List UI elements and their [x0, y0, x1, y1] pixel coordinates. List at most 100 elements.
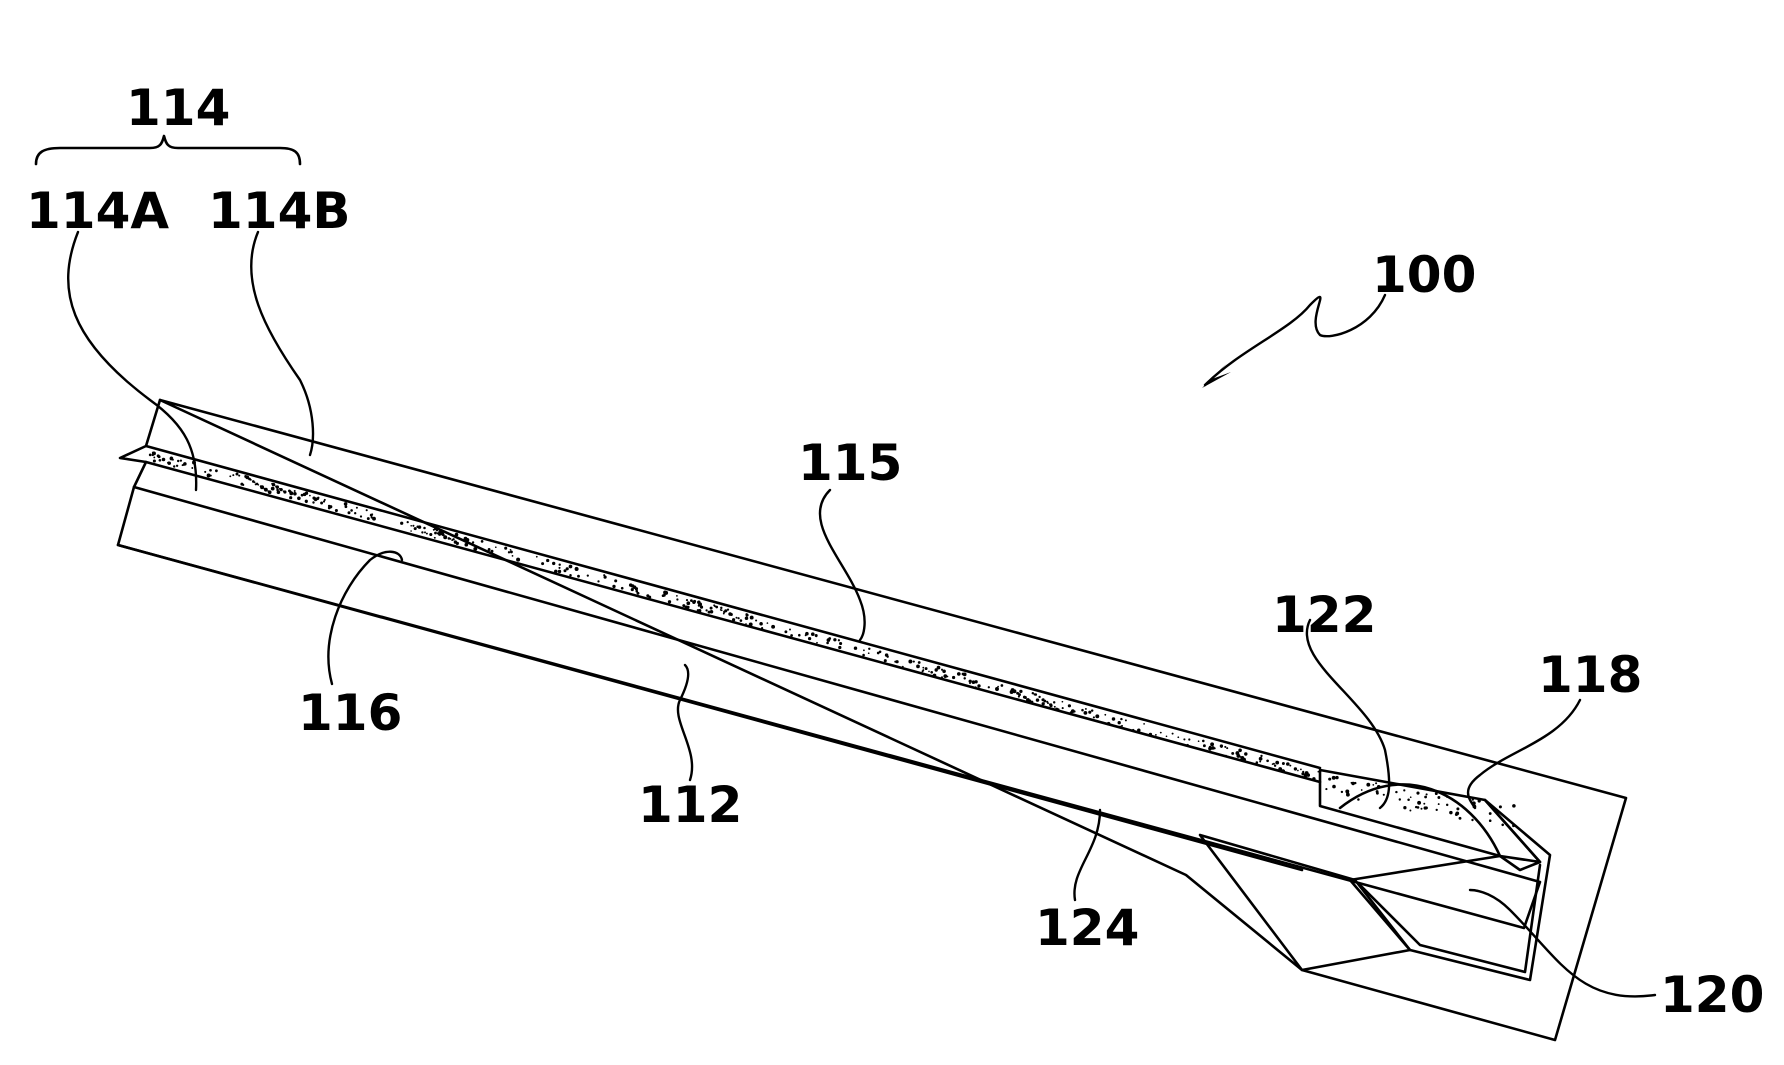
stipple-dot: [1125, 719, 1127, 721]
stipple-dot: [371, 513, 373, 515]
stipple-dot: [335, 509, 338, 512]
stipple-dot: [686, 606, 689, 609]
stipple-dot: [367, 517, 370, 520]
stipple-dot: [603, 574, 605, 576]
stipple-dot: [1062, 707, 1064, 709]
label-114B: 114B: [208, 182, 350, 240]
stipple-dot: [1225, 755, 1227, 757]
stipple-dot: [995, 687, 999, 691]
stipple-dot: [913, 661, 915, 663]
stipple-dot: [552, 562, 555, 565]
stipple-dot: [1459, 817, 1462, 820]
stipple-dot: [1489, 819, 1492, 822]
stipple-dot: [1198, 740, 1200, 742]
stipple-dot: [309, 495, 311, 497]
stipple-dot: [1121, 725, 1123, 727]
stipple-dot: [1238, 749, 1242, 753]
stipple-dot: [755, 619, 757, 621]
stipple-dot: [1256, 761, 1259, 764]
stipple-dot: [508, 551, 510, 553]
stipple-dot: [412, 525, 414, 527]
stipple-dot: [740, 619, 743, 622]
stipple-dot: [928, 671, 930, 673]
stipple-dot: [587, 574, 589, 576]
stipple-dot: [1104, 714, 1106, 716]
stipple-dot: [1300, 769, 1302, 771]
stipple-dot: [1259, 757, 1263, 761]
stipple-dot: [721, 609, 723, 611]
stipple-dot: [242, 484, 244, 486]
stipple-dot: [1054, 706, 1056, 708]
stipple-dot: [276, 485, 279, 488]
stipple-dot: [516, 558, 520, 562]
stipple-dot: [1224, 746, 1226, 748]
stipple-dot: [575, 567, 579, 571]
stipple-dot: [1297, 770, 1299, 772]
stipple-dot: [761, 627, 763, 629]
stipple-dot: [400, 522, 403, 525]
stipple-dot: [1112, 717, 1115, 720]
stipple-dot: [1049, 703, 1051, 705]
stipple-dot: [1081, 709, 1084, 712]
stipple-dot: [621, 587, 624, 590]
stipple-dot: [1166, 735, 1168, 737]
stipple-dot: [1372, 784, 1374, 786]
stipple-dot: [434, 537, 436, 539]
leader-124: [1074, 810, 1100, 900]
stipple-dot: [312, 497, 315, 500]
stipple-dot: [1304, 774, 1308, 778]
stipple-dot: [1499, 805, 1502, 808]
stipple-dot: [1395, 791, 1397, 793]
stipple-dot: [1366, 783, 1370, 787]
stipple-dot: [962, 673, 965, 676]
stipple-dot: [1438, 803, 1440, 805]
stipple-dot: [1149, 733, 1152, 736]
stipple-dot: [789, 629, 791, 631]
stipple-dot: [481, 540, 484, 543]
stipple-dot: [1260, 755, 1262, 757]
stipple-dot: [1093, 716, 1095, 718]
stipple-dot: [173, 465, 175, 467]
stipple-dot: [816, 642, 818, 644]
stipple-dot: [316, 497, 319, 500]
bracket-114: [36, 136, 300, 164]
stipple-dot: [784, 630, 787, 633]
stipple-dot: [902, 666, 904, 668]
stipple-dot: [1275, 761, 1279, 765]
stipple-dot: [988, 686, 990, 688]
stipple-dot: [1235, 751, 1239, 755]
stipple-dot: [633, 585, 637, 589]
stipple-dot: [710, 607, 713, 610]
stipple-dot: [436, 529, 438, 531]
stipple-dot: [811, 632, 815, 636]
stipple-dot: [1426, 793, 1428, 795]
stipple-dot: [908, 660, 912, 664]
stipple-dot: [245, 476, 249, 480]
stipple-dot: [918, 661, 921, 664]
stipple-dot: [1118, 721, 1121, 724]
upper-layer-left-edge: [120, 400, 160, 487]
stipple-dot: [328, 505, 330, 507]
pocket-122-curve: [1340, 784, 1500, 856]
end-cap-118-inner: [1360, 865, 1540, 972]
stipple-dot: [360, 515, 362, 517]
leader-114B: [251, 232, 313, 455]
stipple-dot: [464, 543, 468, 547]
stipple-dot: [1410, 796, 1412, 798]
stipple-dot: [488, 548, 491, 551]
stipple-dot: [407, 521, 409, 523]
stipple-dot: [268, 490, 272, 494]
stipple-dot: [631, 588, 634, 591]
stipple-dot: [720, 607, 722, 609]
stipple-dot: [833, 638, 836, 641]
stipple-dot: [250, 479, 252, 481]
stipple-dot: [1107, 722, 1111, 726]
stipple-dot: [1001, 684, 1004, 687]
stipple-dot: [1273, 763, 1275, 765]
stipple-dot: [1383, 794, 1385, 796]
stipple-dot: [1286, 762, 1290, 766]
stipple-dot: [1119, 726, 1121, 728]
stipple-dot: [838, 639, 840, 641]
stipple-dot: [449, 538, 451, 540]
